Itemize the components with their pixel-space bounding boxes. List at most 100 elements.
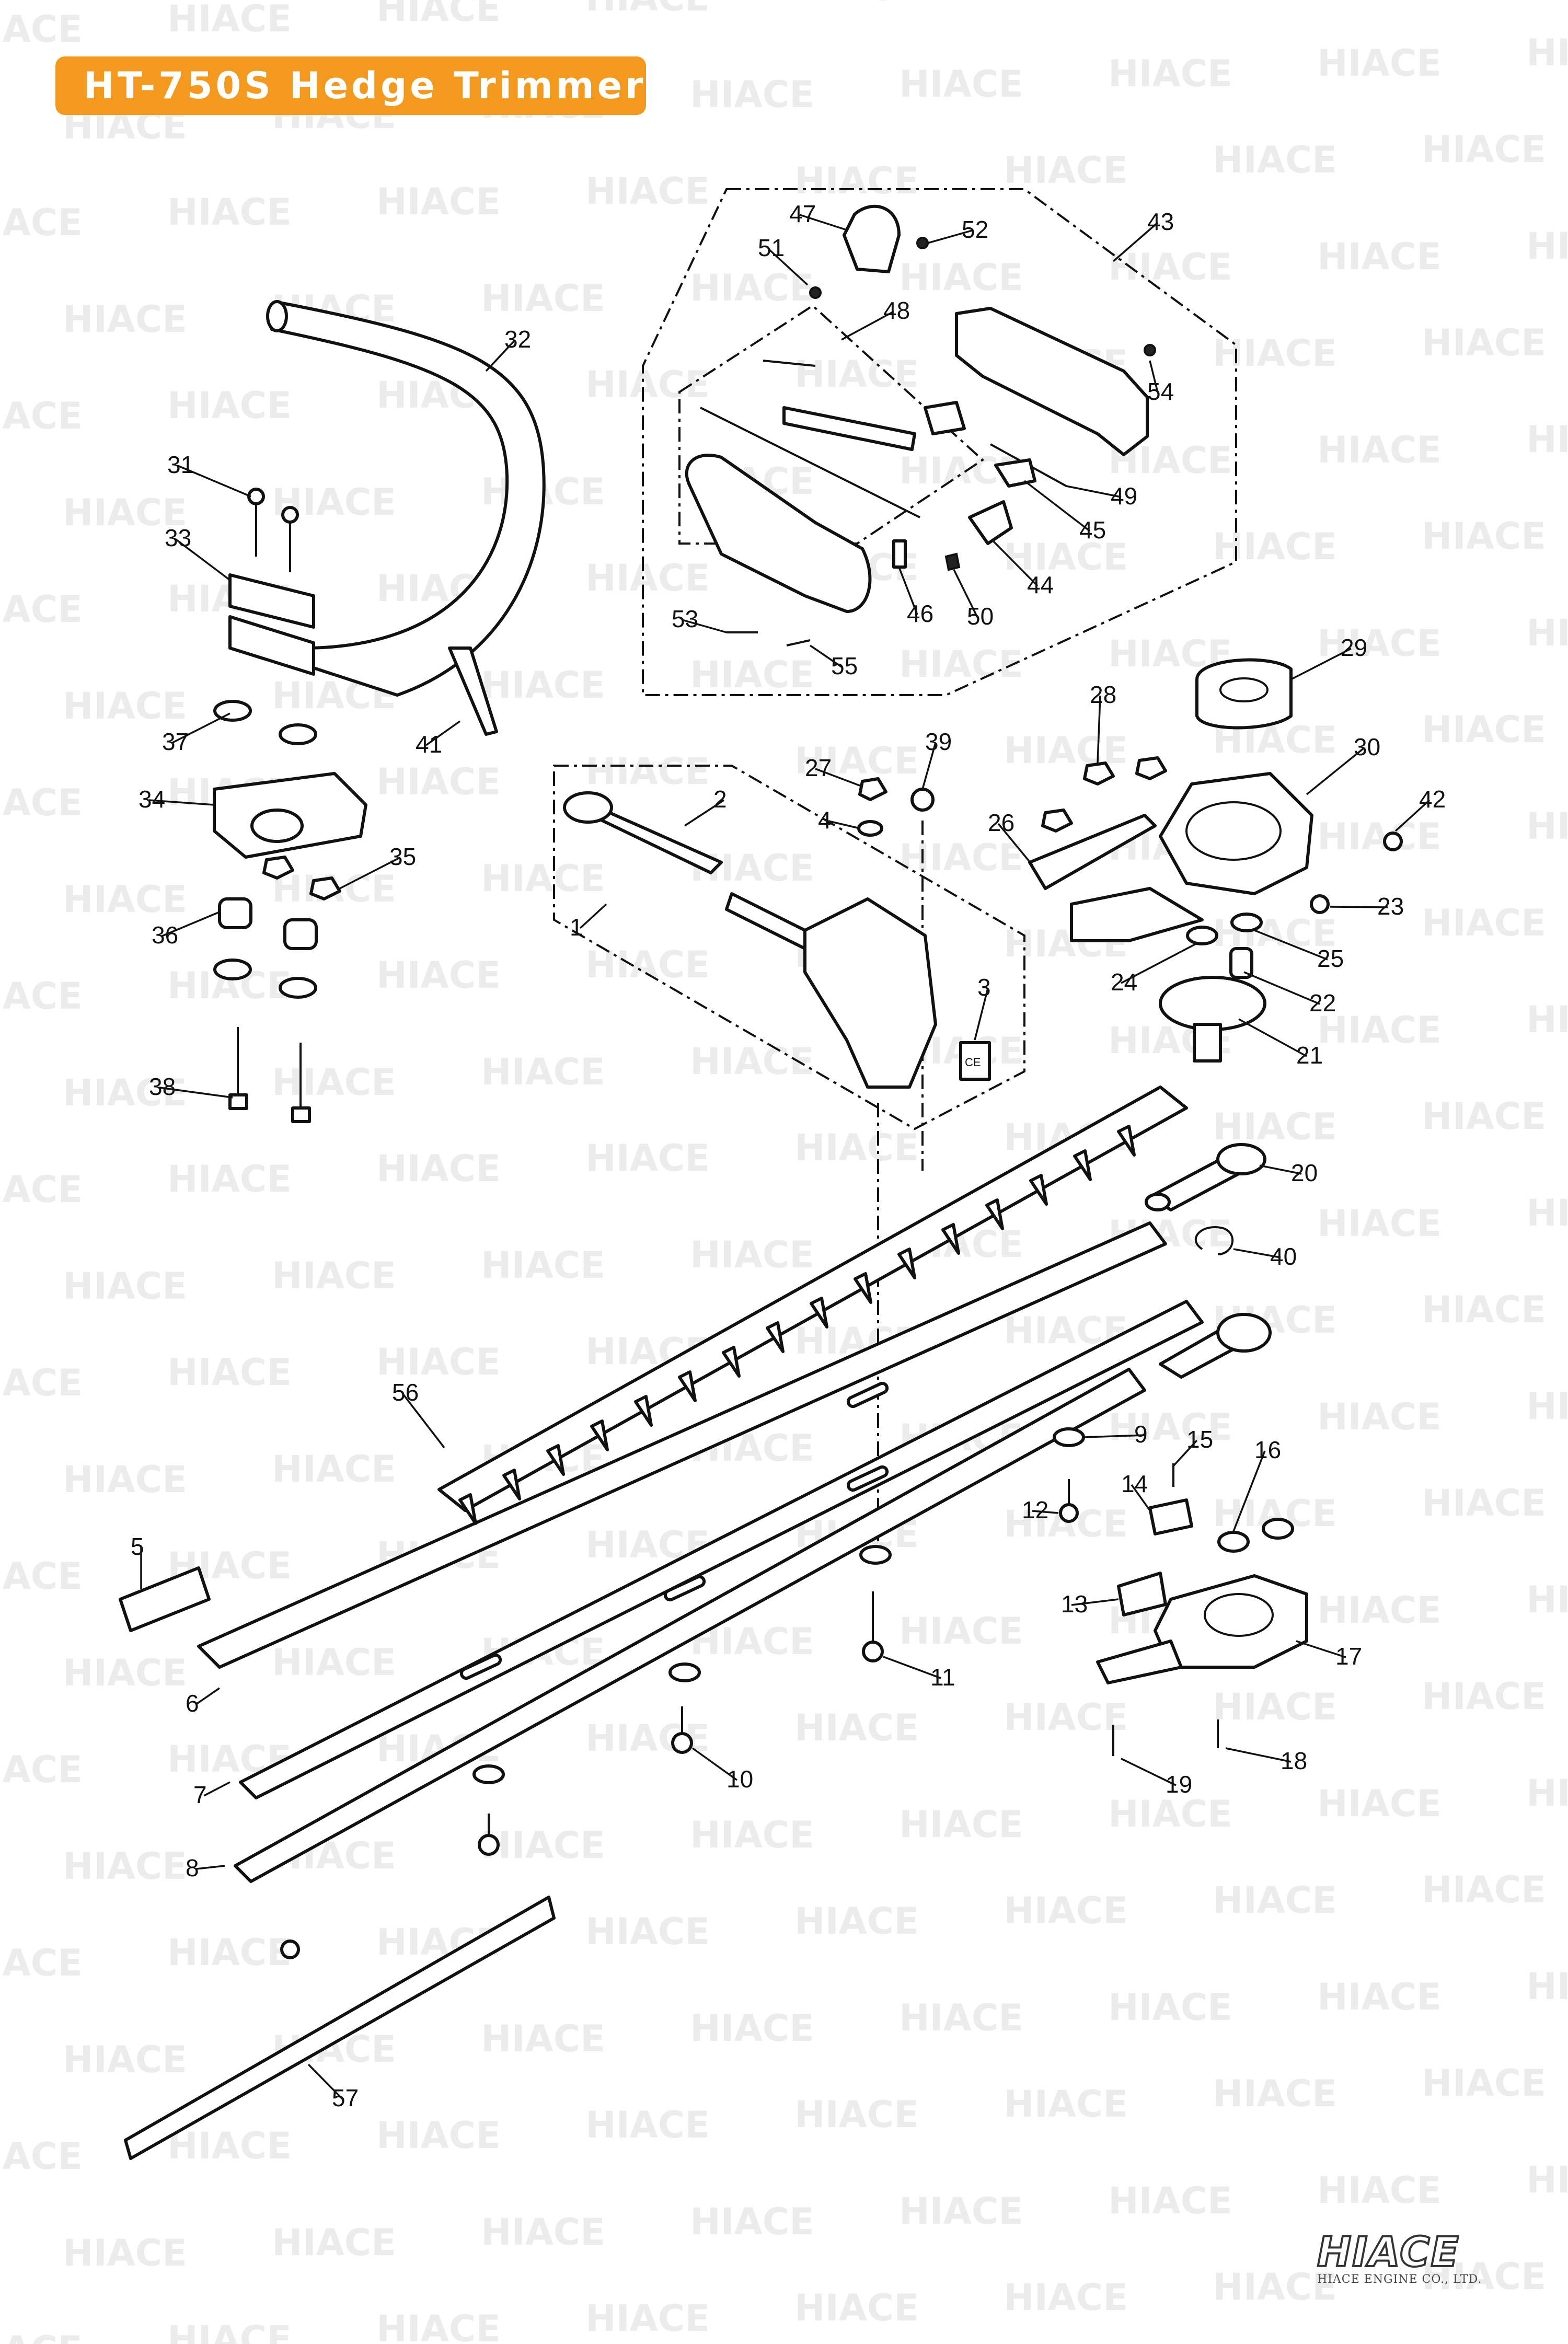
part-48-spring — [782, 406, 916, 451]
watermark: HIACE — [63, 491, 187, 534]
leader-line-35 — [339, 857, 400, 890]
watermark: HIACE — [1213, 332, 1337, 375]
watermark: HIACE — [1526, 1772, 1568, 1815]
part-48-throttle-cable — [700, 407, 920, 518]
watermark: HIACE — [167, 1351, 292, 1394]
callout-15: 15 — [1186, 1426, 1213, 1453]
leader-line-57 — [307, 2063, 343, 2100]
watermark: HIACE — [63, 2232, 187, 2274]
part-32-handle-end — [266, 300, 288, 332]
part-26-plate — [1028, 814, 1157, 890]
leader-line-22 — [1243, 971, 1320, 1005]
leader-line-9 — [1084, 1434, 1145, 1438]
leader-line-6 — [195, 1687, 220, 1705]
watermark: HIACE — [481, 2211, 605, 2254]
callout-16: 16 — [1254, 1436, 1281, 1463]
part-27-nut-top — [858, 777, 887, 801]
blade-tooth — [1073, 1149, 1092, 1181]
watermark: HIACE — [585, 1910, 710, 1953]
watermark: HIACE — [1526, 805, 1568, 848]
watermark: HIACE — [376, 0, 501, 30]
watermark: HIACE — [585, 557, 710, 599]
leader-line-1 — [579, 903, 607, 929]
leader-line-4 — [828, 820, 860, 829]
part-55-pin — [786, 639, 811, 646]
part-22-bearing — [1229, 947, 1253, 979]
part-43-grip — [685, 454, 872, 613]
watermark: HIACE — [794, 1900, 919, 1943]
callout-52: 52 — [962, 216, 988, 243]
part-21-gear — [1159, 976, 1266, 1031]
part-10-screw-head-b — [478, 1834, 500, 1856]
part-40-circlip — [1194, 1226, 1233, 1255]
watermark: HIACE — [1108, 52, 1232, 95]
blade-tooth — [634, 1395, 653, 1427]
watermark: HIACE — [690, 2200, 814, 2243]
watermark: HIACE — [1526, 998, 1568, 1041]
part-20-crank-eye-lower — [1216, 1313, 1272, 1353]
callout-37: 37 — [162, 728, 189, 755]
leader-line-47 — [799, 214, 847, 231]
callout-54: 54 — [1147, 378, 1174, 405]
leader-line-34 — [148, 799, 215, 806]
watermark: HIACE — [794, 159, 919, 202]
brand-logo: HIACE HIACE ENGINE CO., LTD. — [1316, 2228, 1495, 2292]
callout-36: 36 — [152, 921, 178, 949]
leader-line-28 — [1097, 695, 1101, 764]
watermark: HIACE — [899, 836, 1023, 879]
callout-38: 38 — [149, 1073, 176, 1100]
part-30-case-opening — [1185, 801, 1282, 861]
part-23-screw — [1310, 894, 1330, 914]
leader-line-42 — [1394, 799, 1431, 832]
part-1-handle-shaft — [725, 892, 817, 953]
part-43-handle-housing — [955, 307, 1149, 456]
watermark: HIACE — [63, 1265, 187, 1308]
part-20-crank-eye-upper — [1216, 1143, 1266, 1175]
watermark: HIACE — [1317, 235, 1442, 278]
leader-line-45 — [1023, 480, 1091, 532]
watermark: HIACE — [376, 1147, 501, 1190]
part-9-washer-a — [1053, 1427, 1085, 1447]
callout-55: 55 — [831, 652, 858, 679]
blade-slot-3 — [663, 1575, 706, 1602]
part-48-cable-spring — [763, 360, 816, 367]
part-45-lever — [994, 458, 1036, 488]
watermark: HIACE — [585, 750, 710, 793]
callout-31: 31 — [167, 451, 194, 478]
watermark: HIACE — [1317, 622, 1442, 665]
leader-line-46 — [898, 567, 918, 615]
part-7-blade-middle — [239, 1300, 1204, 1799]
watermark: HIACE — [0, 975, 83, 1018]
watermark: HIACE — [376, 760, 501, 803]
leader-line-56 — [401, 1392, 445, 1449]
part-33-bracket — [228, 573, 315, 676]
part-36-collar-a — [218, 897, 252, 929]
watermark: HIACE — [899, 1996, 1023, 2039]
callout-26: 26 — [988, 809, 1014, 836]
watermark: HIACE — [481, 1824, 605, 1867]
callout-30: 30 — [1354, 733, 1380, 760]
watermark: HIACE — [899, 63, 1023, 106]
watermark: HIACE — [899, 1803, 1023, 1846]
blade-tooth — [1029, 1174, 1048, 1206]
leader-line-36 — [162, 911, 220, 937]
watermark: HIACE — [1108, 1793, 1232, 1835]
callout-11: 11 — [930, 1664, 955, 1691]
watermark: HIACE — [1422, 2062, 1546, 2105]
part-12-screw-b — [280, 1939, 300, 1959]
blade-slot-4 — [459, 1653, 502, 1680]
callout-47: 47 — [789, 200, 816, 227]
callout-24: 24 — [1111, 968, 1137, 996]
watermark: HIACE — [481, 664, 605, 707]
leader-line-11 — [883, 1656, 941, 1679]
part-21-gear-shaft — [1193, 1023, 1222, 1063]
part-9-washer-c — [668, 1662, 701, 1682]
watermark: HIACE — [0, 781, 83, 824]
blade-slot-1 — [846, 1381, 889, 1408]
part-56-blade-upper — [437, 1086, 1188, 1512]
part-41-strap — [448, 646, 498, 736]
watermark: HIACE — [167, 384, 292, 427]
watermark: HIACE — [63, 878, 187, 921]
callout-4: 4 — [818, 806, 832, 834]
callout-12: 12 — [1022, 1496, 1048, 1523]
